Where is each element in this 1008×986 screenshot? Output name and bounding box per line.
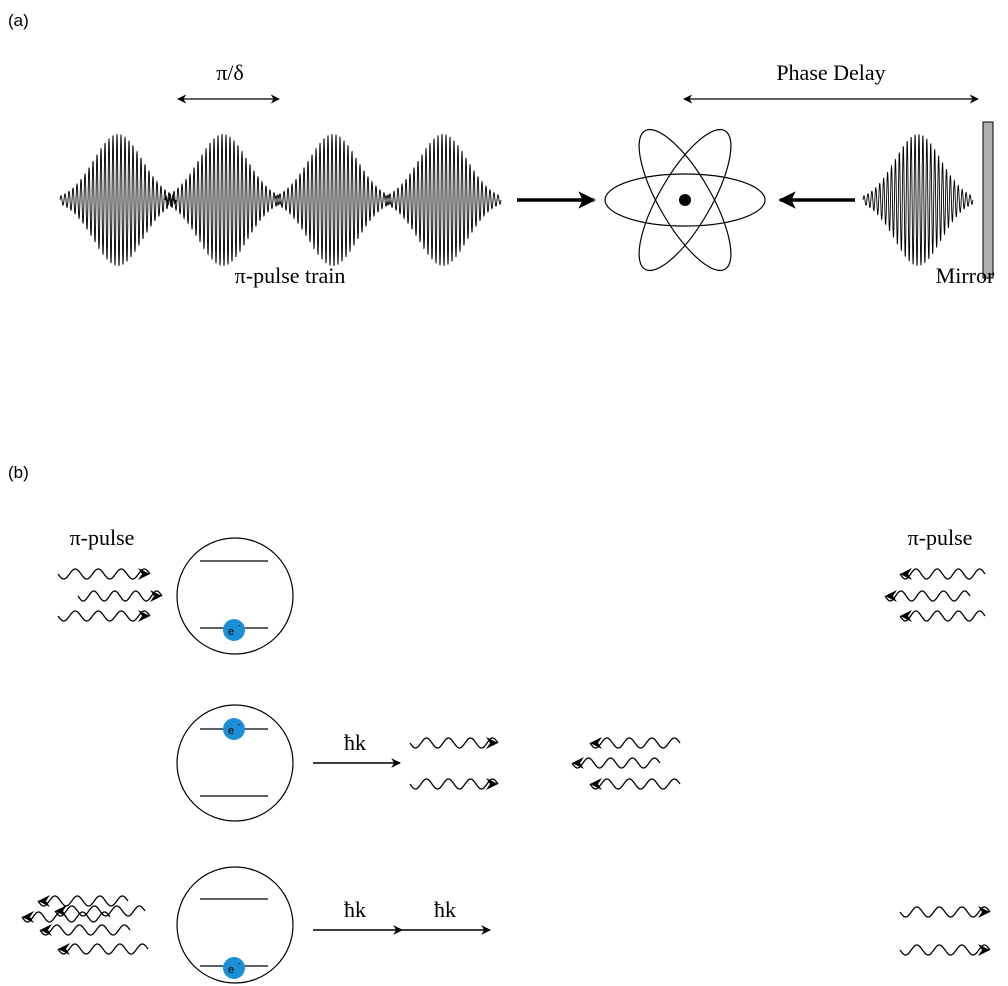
electron-charge: - bbox=[238, 959, 241, 968]
atom-orbit-horizontal bbox=[604, 173, 766, 227]
photon-group bbox=[21, 568, 991, 956]
photon-icon bbox=[39, 924, 131, 936]
electron-icon bbox=[223, 718, 245, 740]
atom-nucleus bbox=[679, 194, 691, 206]
photon-icon bbox=[409, 778, 499, 790]
panel-b-label: (b) bbox=[8, 463, 29, 482]
mirror-icon bbox=[982, 121, 994, 279]
photon-icon bbox=[21, 911, 111, 923]
atom-state-ground-final: e - bbox=[176, 866, 294, 984]
photon-icon bbox=[57, 568, 151, 580]
electron-label: e bbox=[228, 725, 234, 737]
electron-icon bbox=[223, 957, 245, 979]
photon-icon bbox=[57, 610, 151, 622]
electron-charge: - bbox=[238, 621, 241, 630]
atom-icon bbox=[604, 128, 766, 272]
wave-packet-3 bbox=[274, 134, 392, 266]
photon-icon bbox=[899, 906, 991, 918]
photon-icon bbox=[589, 778, 681, 790]
panel-a-label: (a) bbox=[8, 11, 29, 30]
photon-icon bbox=[899, 944, 991, 956]
photon-icon bbox=[57, 943, 149, 955]
electron-icon bbox=[223, 619, 245, 641]
pi-pulse-train bbox=[59, 134, 502, 266]
photon-icon bbox=[37, 895, 129, 907]
reflected-wave-packet bbox=[862, 134, 974, 266]
pulse-spacing-label: π/δ bbox=[216, 60, 244, 85]
momentum-label: ħk bbox=[344, 730, 366, 755]
wave-packet-1 bbox=[59, 134, 177, 266]
right-pulse-label: π-pulse bbox=[908, 525, 973, 550]
electron-label: e bbox=[228, 626, 234, 638]
pulse-train-label: π-pulse train bbox=[235, 263, 346, 288]
photon-icon bbox=[884, 590, 971, 602]
atom-orbit-right bbox=[638, 128, 732, 272]
reflected-pulse bbox=[862, 134, 974, 266]
momentum-label-2: ħk bbox=[434, 897, 456, 922]
electron-label: e bbox=[228, 964, 234, 976]
photon-icon bbox=[571, 757, 661, 769]
momentum-label-1: ħk bbox=[344, 897, 366, 922]
atom-state-excited: e - bbox=[176, 704, 294, 822]
atom-circle bbox=[176, 866, 294, 984]
atom-circle bbox=[176, 537, 294, 655]
phase-delay-label: Phase Delay bbox=[776, 60, 885, 85]
left-pulse-label: π-pulse bbox=[70, 525, 135, 550]
atom-orbit-left bbox=[638, 128, 732, 272]
panel-a: (a) π/δ π-pulse train Phase Delay Mirror bbox=[8, 11, 995, 288]
mirror-label: Mirror bbox=[936, 263, 995, 288]
atom-circle bbox=[176, 704, 294, 822]
wave-packet-2 bbox=[164, 134, 282, 266]
electron-charge: - bbox=[238, 720, 241, 729]
photon-icon bbox=[899, 610, 986, 622]
atom-state-ground: e - bbox=[176, 537, 294, 655]
photon-icon bbox=[899, 568, 986, 580]
panel-b: (b) π-pulse π-pulse e - e - bbox=[8, 463, 991, 984]
wave-packet-4 bbox=[384, 134, 502, 266]
photon-icon bbox=[409, 737, 499, 749]
photon-icon bbox=[54, 905, 146, 917]
photon-icon bbox=[589, 737, 681, 749]
photon-icon bbox=[77, 590, 163, 602]
